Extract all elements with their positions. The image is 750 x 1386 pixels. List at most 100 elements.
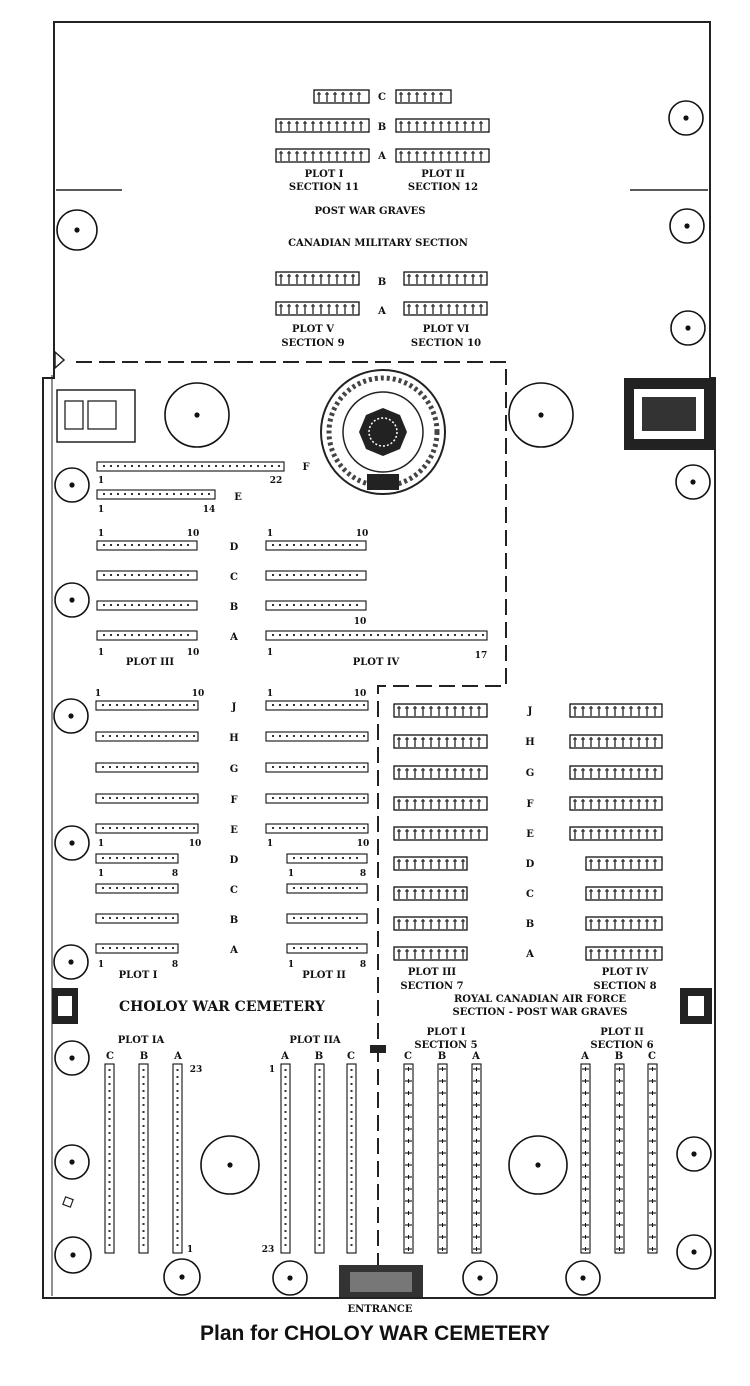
headstone-dot — [350, 1244, 353, 1246]
headstone-dot — [137, 827, 139, 829]
headstone-dot — [176, 1230, 179, 1232]
grave-row-plain — [95, 943, 179, 954]
headstone-dot — [482, 634, 484, 636]
headstone-dot — [342, 544, 344, 546]
column-label: C — [404, 1051, 412, 1062]
gatehouse-door — [688, 996, 704, 1016]
headstone-dot — [286, 735, 288, 737]
headstone-dot — [158, 827, 160, 829]
headstone-dot — [412, 634, 414, 636]
headstone-dot — [145, 493, 147, 495]
headstone-dot — [187, 465, 189, 467]
headstone-dot — [176, 1111, 179, 1113]
row-number: 1 — [98, 505, 104, 515]
headstone-dot — [314, 634, 316, 636]
headstone-dot — [475, 634, 477, 636]
headstone-dot — [314, 574, 316, 576]
headstone-dot — [103, 604, 105, 606]
headstone-dot — [307, 704, 309, 706]
headstone-dot — [124, 465, 126, 467]
headstone-dot — [321, 947, 323, 949]
headstone-dot — [137, 917, 139, 919]
headstone-dot — [130, 857, 132, 859]
row-number: 1 — [98, 648, 104, 658]
headstone-dot — [318, 1223, 321, 1225]
tree-trunk-dot — [179, 1274, 185, 1280]
headstone-dot — [108, 1174, 111, 1176]
headstone-dot — [201, 493, 203, 495]
grave-column-plain — [104, 1063, 115, 1254]
grave-row-plain — [95, 883, 179, 894]
headstone-dot — [328, 634, 330, 636]
headstone-dot — [176, 1118, 179, 1120]
headstone-dot — [264, 465, 266, 467]
grave-row-outline — [265, 762, 369, 773]
headstone-dot — [166, 574, 168, 576]
tree-trunk-dot — [287, 1275, 293, 1281]
headstone-dot — [117, 634, 119, 636]
grave-row-outline — [585, 946, 663, 961]
headstone-dot — [158, 735, 160, 737]
headstone-dot — [363, 827, 365, 829]
headstone-dot — [159, 634, 161, 636]
headstone-dot — [131, 574, 133, 576]
grave-column-plain — [314, 1063, 325, 1254]
tree-trunk-dot — [69, 597, 75, 603]
headstone-dot — [142, 1188, 145, 1190]
headstone-dot — [356, 887, 358, 889]
headstone-dot — [176, 1202, 179, 1204]
headstone-dot — [335, 797, 337, 799]
headstone-dot — [284, 1146, 287, 1148]
tree-trunk-dot — [535, 1162, 541, 1168]
headstone-dot — [176, 1069, 179, 1071]
tree-trunk-dot — [69, 482, 75, 488]
row-label: A — [229, 632, 238, 643]
headstone-dot — [342, 917, 344, 919]
headstone-dot — [349, 735, 351, 737]
headstone-dot — [110, 544, 112, 546]
headstone-dot — [318, 1132, 321, 1134]
headstone-dot — [176, 1223, 179, 1225]
headstone-dot — [215, 465, 217, 467]
headstone-dot — [454, 634, 456, 636]
headstone-dot — [176, 1153, 179, 1155]
headstone-dot — [363, 797, 365, 799]
headstone-dot — [356, 917, 358, 919]
headstone-dot — [116, 887, 118, 889]
headstone-dot — [318, 1069, 321, 1071]
row-number: 1 — [267, 839, 273, 849]
headstone-dot — [342, 634, 344, 636]
row-label: G — [526, 768, 535, 779]
grave-row-crosses — [585, 856, 663, 871]
area-title: ROYAL CANADIAN AIR FORCE — [454, 994, 626, 1005]
building-block — [642, 397, 696, 431]
headstone-dot — [284, 1209, 287, 1211]
headstone-dot — [349, 827, 351, 829]
grave-row-outline — [395, 89, 452, 104]
headstone-dot — [208, 493, 210, 495]
row-number: 1 — [98, 839, 104, 849]
plot-label: PLOT V — [292, 324, 334, 335]
grave-row-outline — [95, 731, 199, 742]
headstone-dot — [342, 887, 344, 889]
plot-label: PLOT IV — [353, 657, 400, 668]
headstone-dot — [142, 1216, 145, 1218]
headstone-dot — [151, 887, 153, 889]
headstone-dot — [208, 465, 210, 467]
headstone-dot — [321, 735, 323, 737]
grave-row-plain — [96, 600, 198, 611]
headstone-dot — [300, 917, 302, 919]
headstone-dot — [314, 827, 316, 829]
headstone-dot — [144, 917, 146, 919]
headstone-dot — [286, 704, 288, 706]
headstone-dot — [318, 1230, 321, 1232]
headstone-dot — [131, 544, 133, 546]
headstone-dot — [236, 465, 238, 467]
headstone-dot — [321, 574, 323, 576]
grave-row-crosses — [569, 826, 663, 841]
headstone-dot — [328, 704, 330, 706]
row-number: 23 — [190, 1065, 203, 1075]
headstone-dot — [318, 1118, 321, 1120]
